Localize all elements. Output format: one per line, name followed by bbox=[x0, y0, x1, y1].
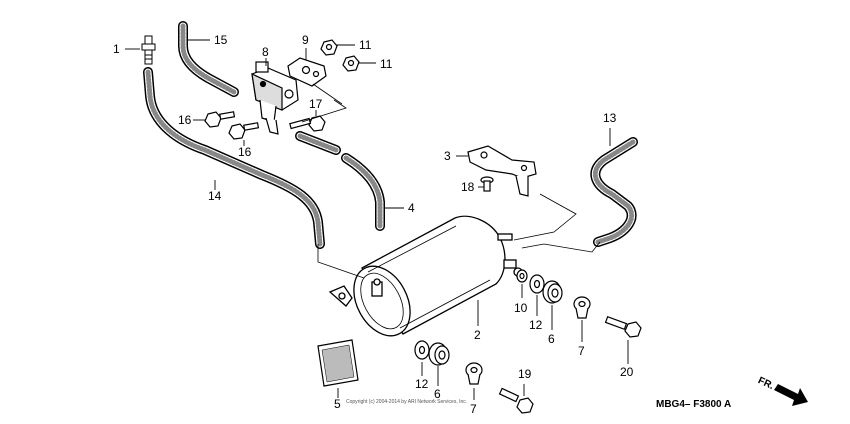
fitting-1 bbox=[141, 35, 156, 65]
bolt-17 bbox=[289, 115, 326, 132]
callout-11a: 11 bbox=[359, 38, 372, 52]
hose-13 bbox=[590, 137, 638, 247]
callout-15: 15 bbox=[214, 33, 228, 47]
diagram-code: MBG4– F3800 A bbox=[656, 399, 731, 410]
callout-leaders bbox=[125, 39, 629, 400]
solenoid-valve-8 bbox=[251, 61, 299, 135]
nut-11a bbox=[320, 39, 338, 56]
bolt-20 bbox=[604, 315, 642, 338]
callout-19: 19 bbox=[518, 367, 532, 381]
callout-2: 2 bbox=[474, 328, 481, 342]
grommet-6b bbox=[428, 342, 450, 366]
callout-4: 4 bbox=[408, 201, 415, 215]
washer-12a bbox=[529, 274, 545, 294]
bolt-16a bbox=[204, 111, 236, 128]
bracket-9 bbox=[287, 57, 327, 87]
hose-15 bbox=[178, 21, 239, 97]
callout-6a: 6 bbox=[548, 332, 555, 346]
collar-7a bbox=[573, 296, 591, 319]
callout-10: 10 bbox=[514, 301, 528, 315]
hose-14 bbox=[143, 67, 325, 249]
callout-6b: 6 bbox=[434, 387, 441, 401]
callout-16b: 16 bbox=[238, 145, 252, 159]
canister-2 bbox=[328, 215, 523, 337]
callout-17: 17 bbox=[309, 97, 323, 111]
direction-label: FR. bbox=[756, 375, 775, 392]
callout-7a: 7 bbox=[578, 344, 585, 358]
front-direction-arrow-icon: FR. bbox=[756, 375, 808, 406]
callout-12a: 12 bbox=[529, 318, 543, 332]
callout-1: 1 bbox=[113, 42, 120, 56]
callout-7b: 7 bbox=[470, 402, 477, 416]
nut-11b bbox=[342, 55, 360, 72]
callout-3: 3 bbox=[444, 149, 451, 163]
bolt-16b bbox=[228, 122, 260, 140]
callout-12b: 12 bbox=[415, 377, 429, 391]
leader-lines bbox=[301, 83, 601, 279]
callout-5: 5 bbox=[334, 397, 341, 411]
copyright-notice: Copyright (c) 2004-2014 by ARI Network S… bbox=[346, 399, 467, 405]
bolt-19 bbox=[498, 387, 534, 414]
hose-4 bbox=[295, 131, 385, 231]
callout-20: 20 bbox=[620, 365, 634, 379]
callout-13: 13 bbox=[603, 111, 617, 125]
callout-9: 9 bbox=[302, 33, 309, 47]
collar-10 bbox=[516, 269, 528, 283]
callout-14: 14 bbox=[208, 189, 222, 203]
callout-18: 18 bbox=[461, 180, 475, 194]
callout-11b: 11 bbox=[380, 57, 393, 71]
pad-5 bbox=[317, 339, 359, 387]
collar-7b bbox=[465, 362, 483, 385]
grommet-6a bbox=[542, 280, 563, 304]
bracket-3 bbox=[467, 145, 537, 197]
callout-8: 8 bbox=[262, 45, 269, 59]
washer-12b bbox=[414, 340, 430, 360]
bolt-18 bbox=[480, 176, 494, 192]
callout-16a: 16 bbox=[178, 113, 192, 127]
